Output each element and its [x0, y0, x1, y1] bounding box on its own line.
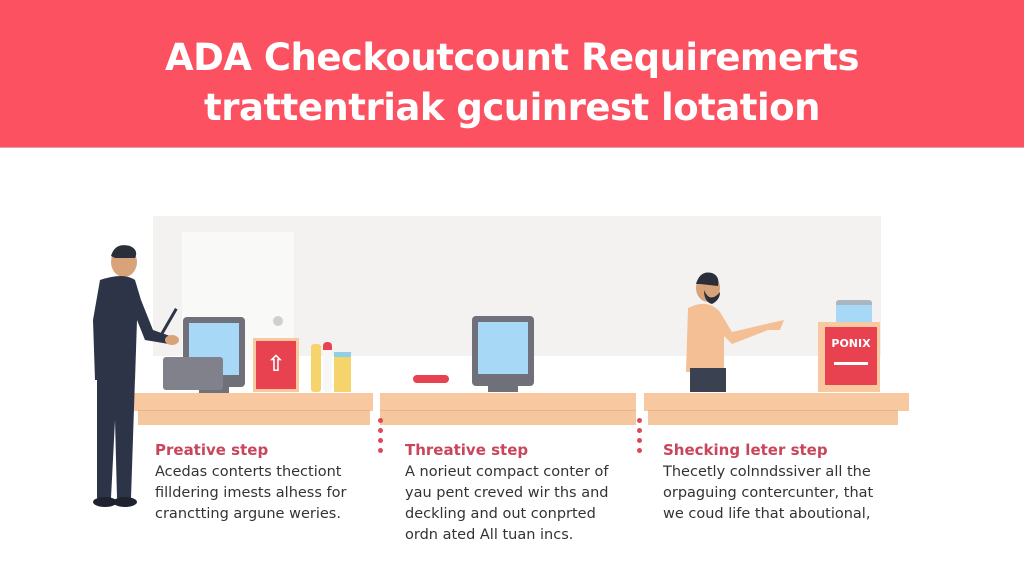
header-banner: ADA Checkoutcount Requiremerts trattentr…	[0, 0, 1024, 148]
step-2: Threative step A norieut compact conter …	[405, 440, 635, 546]
counter-section-3	[644, 393, 909, 411]
step-1-title: Preative step	[155, 441, 269, 459]
bottle-yellow-icon	[311, 344, 321, 392]
step-2-line: deckling and out conprted	[405, 506, 596, 522]
ponix-box-label: PONIX	[831, 337, 871, 350]
arrow-up-box-icon: ⇧	[253, 338, 299, 392]
step-1-description: Acedas conterts thectiont filldering ime…	[155, 462, 385, 525]
step-2-line: A norieut compact conter of	[405, 464, 609, 480]
bottle-red-cap-icon	[323, 342, 332, 392]
step-1-line: Acedas conterts thectiont	[155, 464, 342, 480]
step-separator-1	[378, 418, 384, 458]
page-title-line-1: ADA Checkoutcount Requiremerts	[164, 36, 860, 79]
step-1-line: filldering imests alhess for	[155, 485, 347, 501]
page-title-line-2: trattentriak gcuinrest lotation	[204, 86, 820, 129]
step-2-description: A norieut compact conter of yau pent cre…	[405, 462, 635, 546]
ponix-box-icon: PONIX	[818, 322, 880, 392]
step-3: Shecking leter step Thecetly colnndssive…	[663, 440, 893, 525]
laptop-icon	[163, 357, 223, 390]
businessman-figure-icon	[93, 245, 179, 507]
step-2-line: ordn ated All tuan incs.	[405, 527, 574, 543]
step-3-description: Thecetly colnndssiver all the orpaguing …	[663, 462, 893, 525]
step-3-title: Shecking leter step	[663, 441, 828, 459]
counter-section-2	[380, 393, 636, 411]
step-3-line: Thecetly colnndssiver all the	[663, 464, 871, 480]
step-3-line: we coud life that aboutional,	[663, 506, 871, 522]
bearded-man-figure-icon	[686, 272, 784, 392]
step-2-title: Threative step	[405, 441, 529, 459]
counter-section-1	[133, 393, 373, 411]
step-1: Preative step Acedas conterts thectiont …	[155, 440, 385, 525]
counter-base-2	[380, 410, 636, 425]
pen-icon	[413, 375, 449, 383]
step-separator-2	[637, 418, 643, 458]
jar-lid-icon	[836, 300, 872, 324]
jar-icon	[334, 352, 351, 392]
monitor-icon	[472, 316, 534, 392]
counter-base-3	[648, 410, 898, 425]
step-1-line: cranctting argune weries.	[155, 506, 341, 522]
counter-base-1	[138, 410, 370, 425]
step-2-line: yau pent creved wir ths and	[405, 485, 609, 501]
door-knob	[273, 316, 283, 326]
step-3-line: orpaguing contercunter, that	[663, 485, 874, 501]
